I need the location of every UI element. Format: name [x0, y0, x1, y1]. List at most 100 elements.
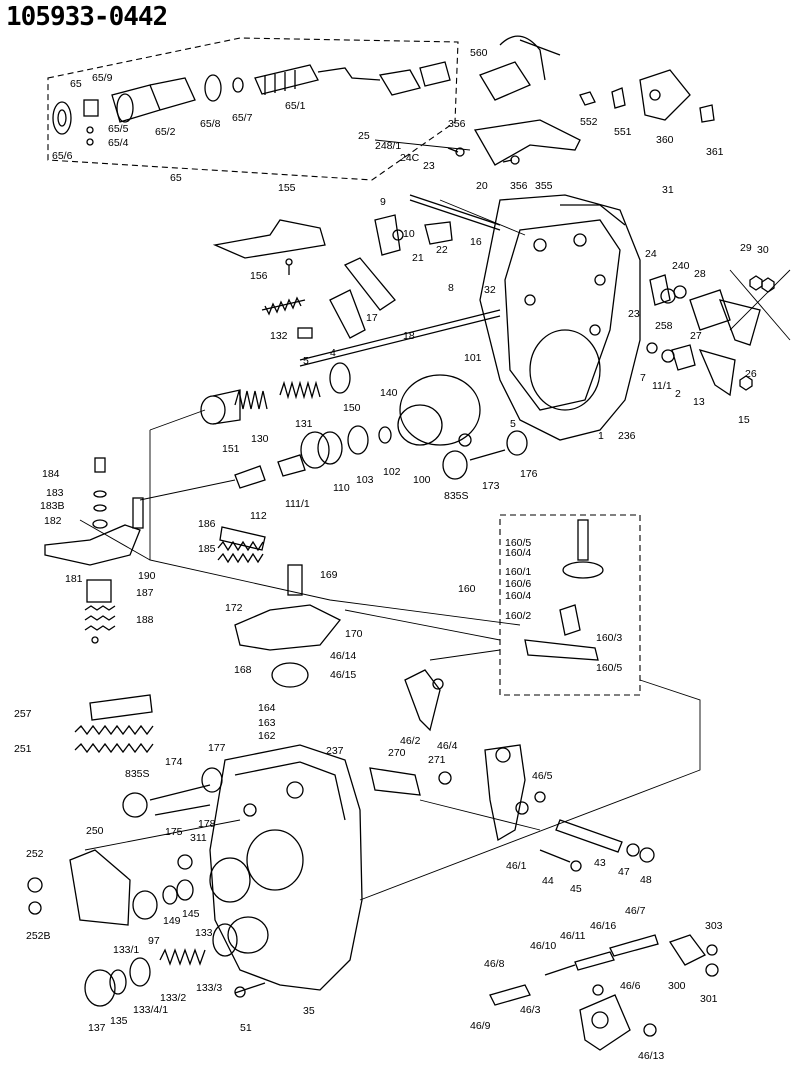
- label-160-3: 160/3: [596, 632, 623, 644]
- drawing-number: 105933-0442: [6, 2, 168, 32]
- label-248-1: 248/1: [375, 140, 402, 152]
- label-160: 160: [458, 583, 476, 595]
- label-156: 156: [250, 270, 268, 282]
- label-35: 35: [303, 1005, 315, 1017]
- label-46-7: 46/7: [625, 905, 646, 917]
- label-178: 178: [198, 818, 216, 830]
- label-65-2: 65/2: [155, 126, 176, 138]
- label-101: 101: [464, 352, 482, 364]
- label-15: 15: [738, 414, 750, 426]
- part-270-271: [369, 767, 452, 796]
- label-356-b: 356: [510, 180, 528, 192]
- label-252b: 252B: [26, 930, 51, 942]
- label-43: 43: [594, 857, 606, 869]
- label-183: 183: [46, 487, 64, 499]
- label-65-1: 65/1: [285, 100, 306, 112]
- label-186: 186: [198, 518, 216, 530]
- label-251: 251: [14, 743, 32, 755]
- label-17: 17: [366, 312, 378, 324]
- part-552-551-355: [447, 87, 626, 166]
- label-46-6: 46/6: [620, 980, 641, 992]
- part-184-181-assembly: [44, 457, 144, 566]
- label-170: 170: [345, 628, 363, 640]
- part-140-driveshaft: [299, 309, 501, 367]
- label-177: 177: [208, 742, 226, 754]
- label-65-7: 65/7: [232, 112, 253, 124]
- label-46-11: 46/11: [560, 930, 586, 942]
- label-24: 24: [645, 248, 657, 260]
- label-46-2: 46/2: [400, 735, 421, 747]
- label-46-10: 46/10: [530, 940, 557, 952]
- label-355: 355: [535, 180, 553, 192]
- label-190: 190: [138, 570, 156, 582]
- label-46-5: 46/5: [532, 770, 553, 782]
- label-175: 175: [165, 826, 183, 838]
- part-151-piston: [200, 389, 241, 425]
- part-24-29-30-group: [649, 274, 775, 346]
- label-4: 4: [330, 347, 336, 359]
- label-131: 131: [295, 418, 313, 430]
- label-168: 168: [234, 664, 252, 676]
- label-23-top: 23: [423, 160, 435, 172]
- label-26: 26: [745, 368, 757, 380]
- label-169: 169: [320, 569, 338, 581]
- label-25: 25: [358, 130, 370, 142]
- label-102: 102: [383, 466, 401, 478]
- label-5-upper: 5: [303, 355, 309, 367]
- label-24c: 24C: [400, 152, 420, 164]
- part-360-bracket: [639, 69, 715, 123]
- label-46-16: 46/16: [590, 920, 617, 932]
- label-46-3: 46/3: [520, 1004, 541, 1016]
- label-182: 182: [44, 515, 62, 527]
- pump-housing-upper: [479, 194, 641, 441]
- label-97: 97: [148, 935, 160, 947]
- label-835s-upper: 835S: [444, 490, 469, 502]
- part-174-177-175: [122, 767, 223, 870]
- label-22: 22: [436, 244, 448, 256]
- part-43-shaft: [555, 819, 655, 863]
- part-187-188: [84, 579, 116, 644]
- label-311: 311: [190, 832, 207, 844]
- label-187: 187: [136, 587, 154, 599]
- label-300: 300: [668, 980, 686, 992]
- label-46-1: 46/1: [506, 860, 527, 872]
- label-250: 250: [86, 825, 104, 837]
- label-65-4: 65/4: [108, 137, 129, 149]
- label-5-lower: 5: [510, 418, 516, 430]
- label-11-1: 11/1: [652, 380, 672, 392]
- label-65-5: 65/5: [108, 123, 129, 135]
- label-150: 150: [343, 402, 361, 414]
- label-48: 48: [640, 874, 652, 886]
- part-20-shaft: [409, 194, 501, 231]
- label-46-15: 46/15: [330, 669, 357, 681]
- label-188: 188: [136, 614, 154, 626]
- label-137: 137: [88, 1022, 106, 1034]
- label-27: 27: [690, 330, 702, 342]
- part-257-251: [74, 694, 154, 754]
- label-174: 174: [165, 756, 183, 768]
- part-46-7-linkage: [489, 934, 719, 1051]
- label-160-4-lower: 160/4: [505, 590, 532, 602]
- label-23-right: 23: [628, 308, 640, 320]
- part-103-102: [347, 425, 392, 455]
- part-97-149-145: [132, 879, 194, 920]
- label-140: 140: [380, 387, 398, 399]
- label-176: 176: [520, 468, 538, 480]
- label-29: 29: [740, 242, 752, 254]
- label-28: 28: [694, 268, 706, 280]
- part-132-spring: [261, 296, 313, 339]
- part-7-11-2-13-26: [646, 342, 753, 397]
- part-169-170-168: [234, 564, 342, 688]
- label-160-2: 160/2: [505, 610, 532, 622]
- label-133: 133: [195, 927, 213, 939]
- label-45: 45: [570, 883, 582, 895]
- label-18: 18: [403, 330, 415, 342]
- label-163: 163: [258, 717, 276, 729]
- part-46-1-lever: [484, 744, 546, 842]
- part-131-spring: [279, 380, 321, 400]
- label-31: 31: [662, 184, 674, 196]
- label-183b: 183B: [40, 500, 65, 512]
- label-46-9: 46/9: [470, 1020, 491, 1032]
- label-100: 100: [413, 474, 431, 486]
